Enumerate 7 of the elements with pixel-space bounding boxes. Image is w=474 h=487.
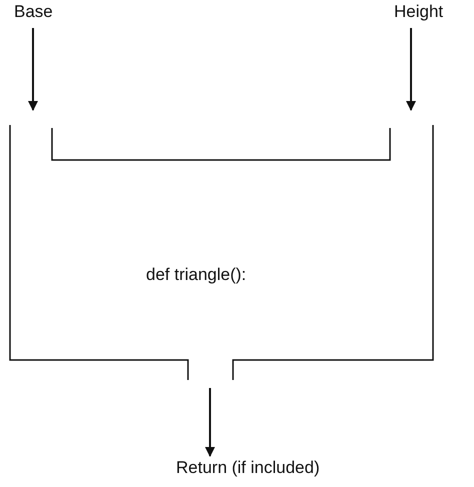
parameter-label: Height <box>394 2 444 22</box>
function-signature: def triangle(): <box>146 265 246 285</box>
arrow <box>28 28 38 111</box>
arrow <box>406 28 416 111</box>
arrow <box>205 388 215 457</box>
parameter-label: Return (if included) <box>176 458 320 478</box>
parameter-label: Base <box>14 2 53 22</box>
